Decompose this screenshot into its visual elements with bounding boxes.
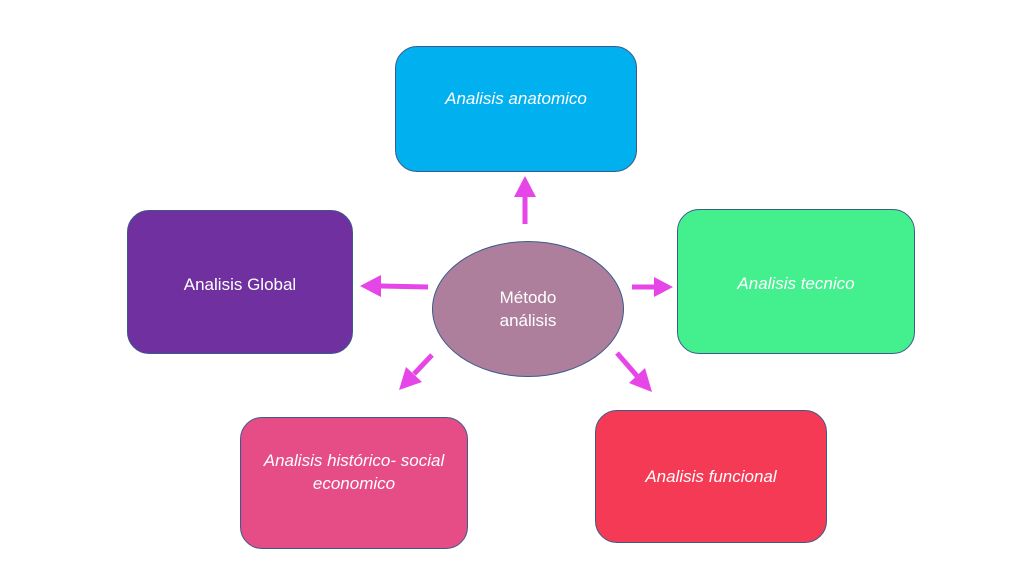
node-analisis-global: Analisis Global — [127, 210, 353, 354]
arrowhead-historico — [399, 367, 422, 390]
node-analisis-anatomico: Analisis anatomico — [395, 46, 637, 172]
arrow-to-historico — [412, 353, 434, 376]
arrowhead-anatomico — [514, 176, 536, 197]
center-node-metodo-analisis: Método análisis — [432, 241, 624, 377]
node-label: Analisis Global — [183, 275, 297, 294]
node-label: Analisis funcional — [645, 467, 777, 486]
arrow-to-global — [379, 283, 429, 290]
node-analisis-tecnico: Analisis tecnico — [677, 209, 915, 354]
node-label: Analisis histórico- social economico — [263, 451, 445, 493]
node-label: Analisis tecnico — [737, 274, 855, 293]
node-label: Analisis anatomico — [445, 89, 587, 108]
node-analisis-historico-social-economico: Analisis histórico- social economico — [240, 417, 468, 549]
arrowhead-funcional — [629, 368, 652, 392]
arrowhead-global — [360, 275, 381, 297]
arrowhead-tecnico — [654, 277, 673, 297]
arrow-to-funcional — [615, 351, 639, 378]
center-label: Método análisis — [499, 288, 557, 330]
node-analisis-funcional: Analisis funcional — [595, 410, 827, 543]
